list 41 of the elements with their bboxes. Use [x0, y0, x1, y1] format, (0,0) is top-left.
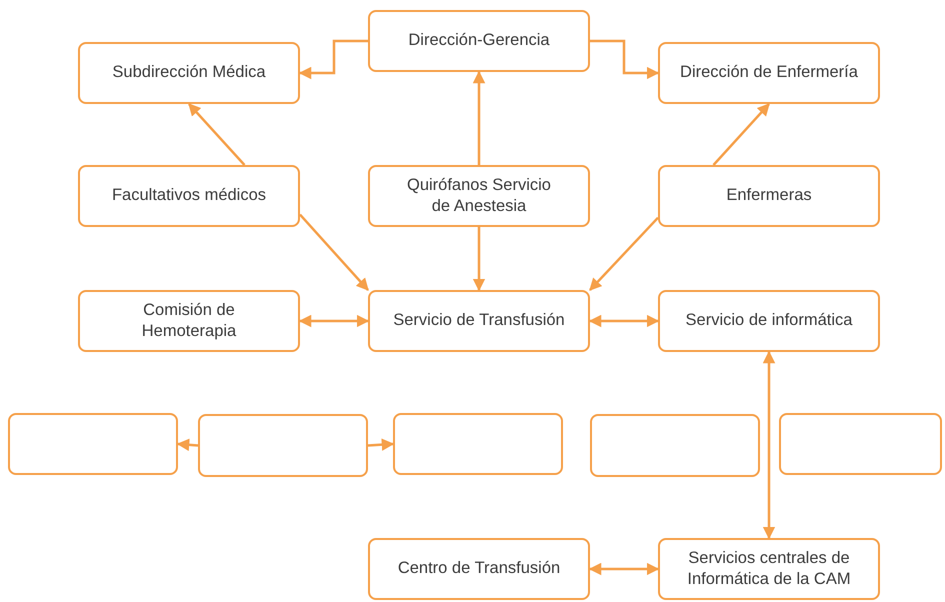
arrow	[712, 103, 770, 166]
empty-box	[8, 413, 178, 475]
org-box	[368, 290, 590, 352]
empty-box	[393, 413, 563, 475]
box-label: Dirección de Enfermería	[680, 62, 858, 84]
arrow	[588, 562, 660, 576]
box-label: Dirección-Gerencia	[408, 30, 550, 52]
box-label: Subdirección Médica	[112, 62, 266, 84]
box-label: Comisión de Hemoterapia	[140, 300, 238, 342]
box-label: Quirófanos Servicio de Anestesia	[406, 174, 552, 217]
arrow	[762, 350, 776, 540]
arrow	[588, 314, 660, 328]
box-label: Servicio de informática	[686, 310, 852, 332]
org-box	[78, 42, 300, 104]
arrow	[590, 40, 660, 80]
arrow	[298, 314, 370, 328]
arrow	[299, 214, 369, 291]
arrow	[188, 103, 246, 166]
arrow	[368, 438, 394, 451]
empty-box	[779, 413, 942, 475]
org-box	[658, 290, 880, 352]
arrow	[176, 438, 198, 452]
org-box	[658, 538, 880, 600]
org-box	[658, 42, 880, 104]
box-label: Servicio de Transfusión	[393, 310, 565, 332]
box-label: Facultativos médicos	[112, 185, 266, 206]
arrow	[298, 40, 368, 80]
empty-box	[590, 414, 760, 477]
arrow	[472, 227, 486, 292]
org-box	[78, 290, 300, 352]
org-box	[658, 165, 880, 227]
box-label: Enfermeras	[726, 185, 812, 206]
org-box	[368, 538, 590, 600]
empty-box	[198, 414, 368, 477]
box-label: Centro de Transfusión	[398, 558, 560, 580]
arrow	[472, 70, 486, 165]
box-label: Servicios centrales de Informática de la CAM	[686, 548, 852, 590]
org-box	[368, 165, 590, 227]
org-box	[368, 10, 590, 72]
org-box	[78, 165, 300, 227]
arrow	[589, 216, 659, 291]
